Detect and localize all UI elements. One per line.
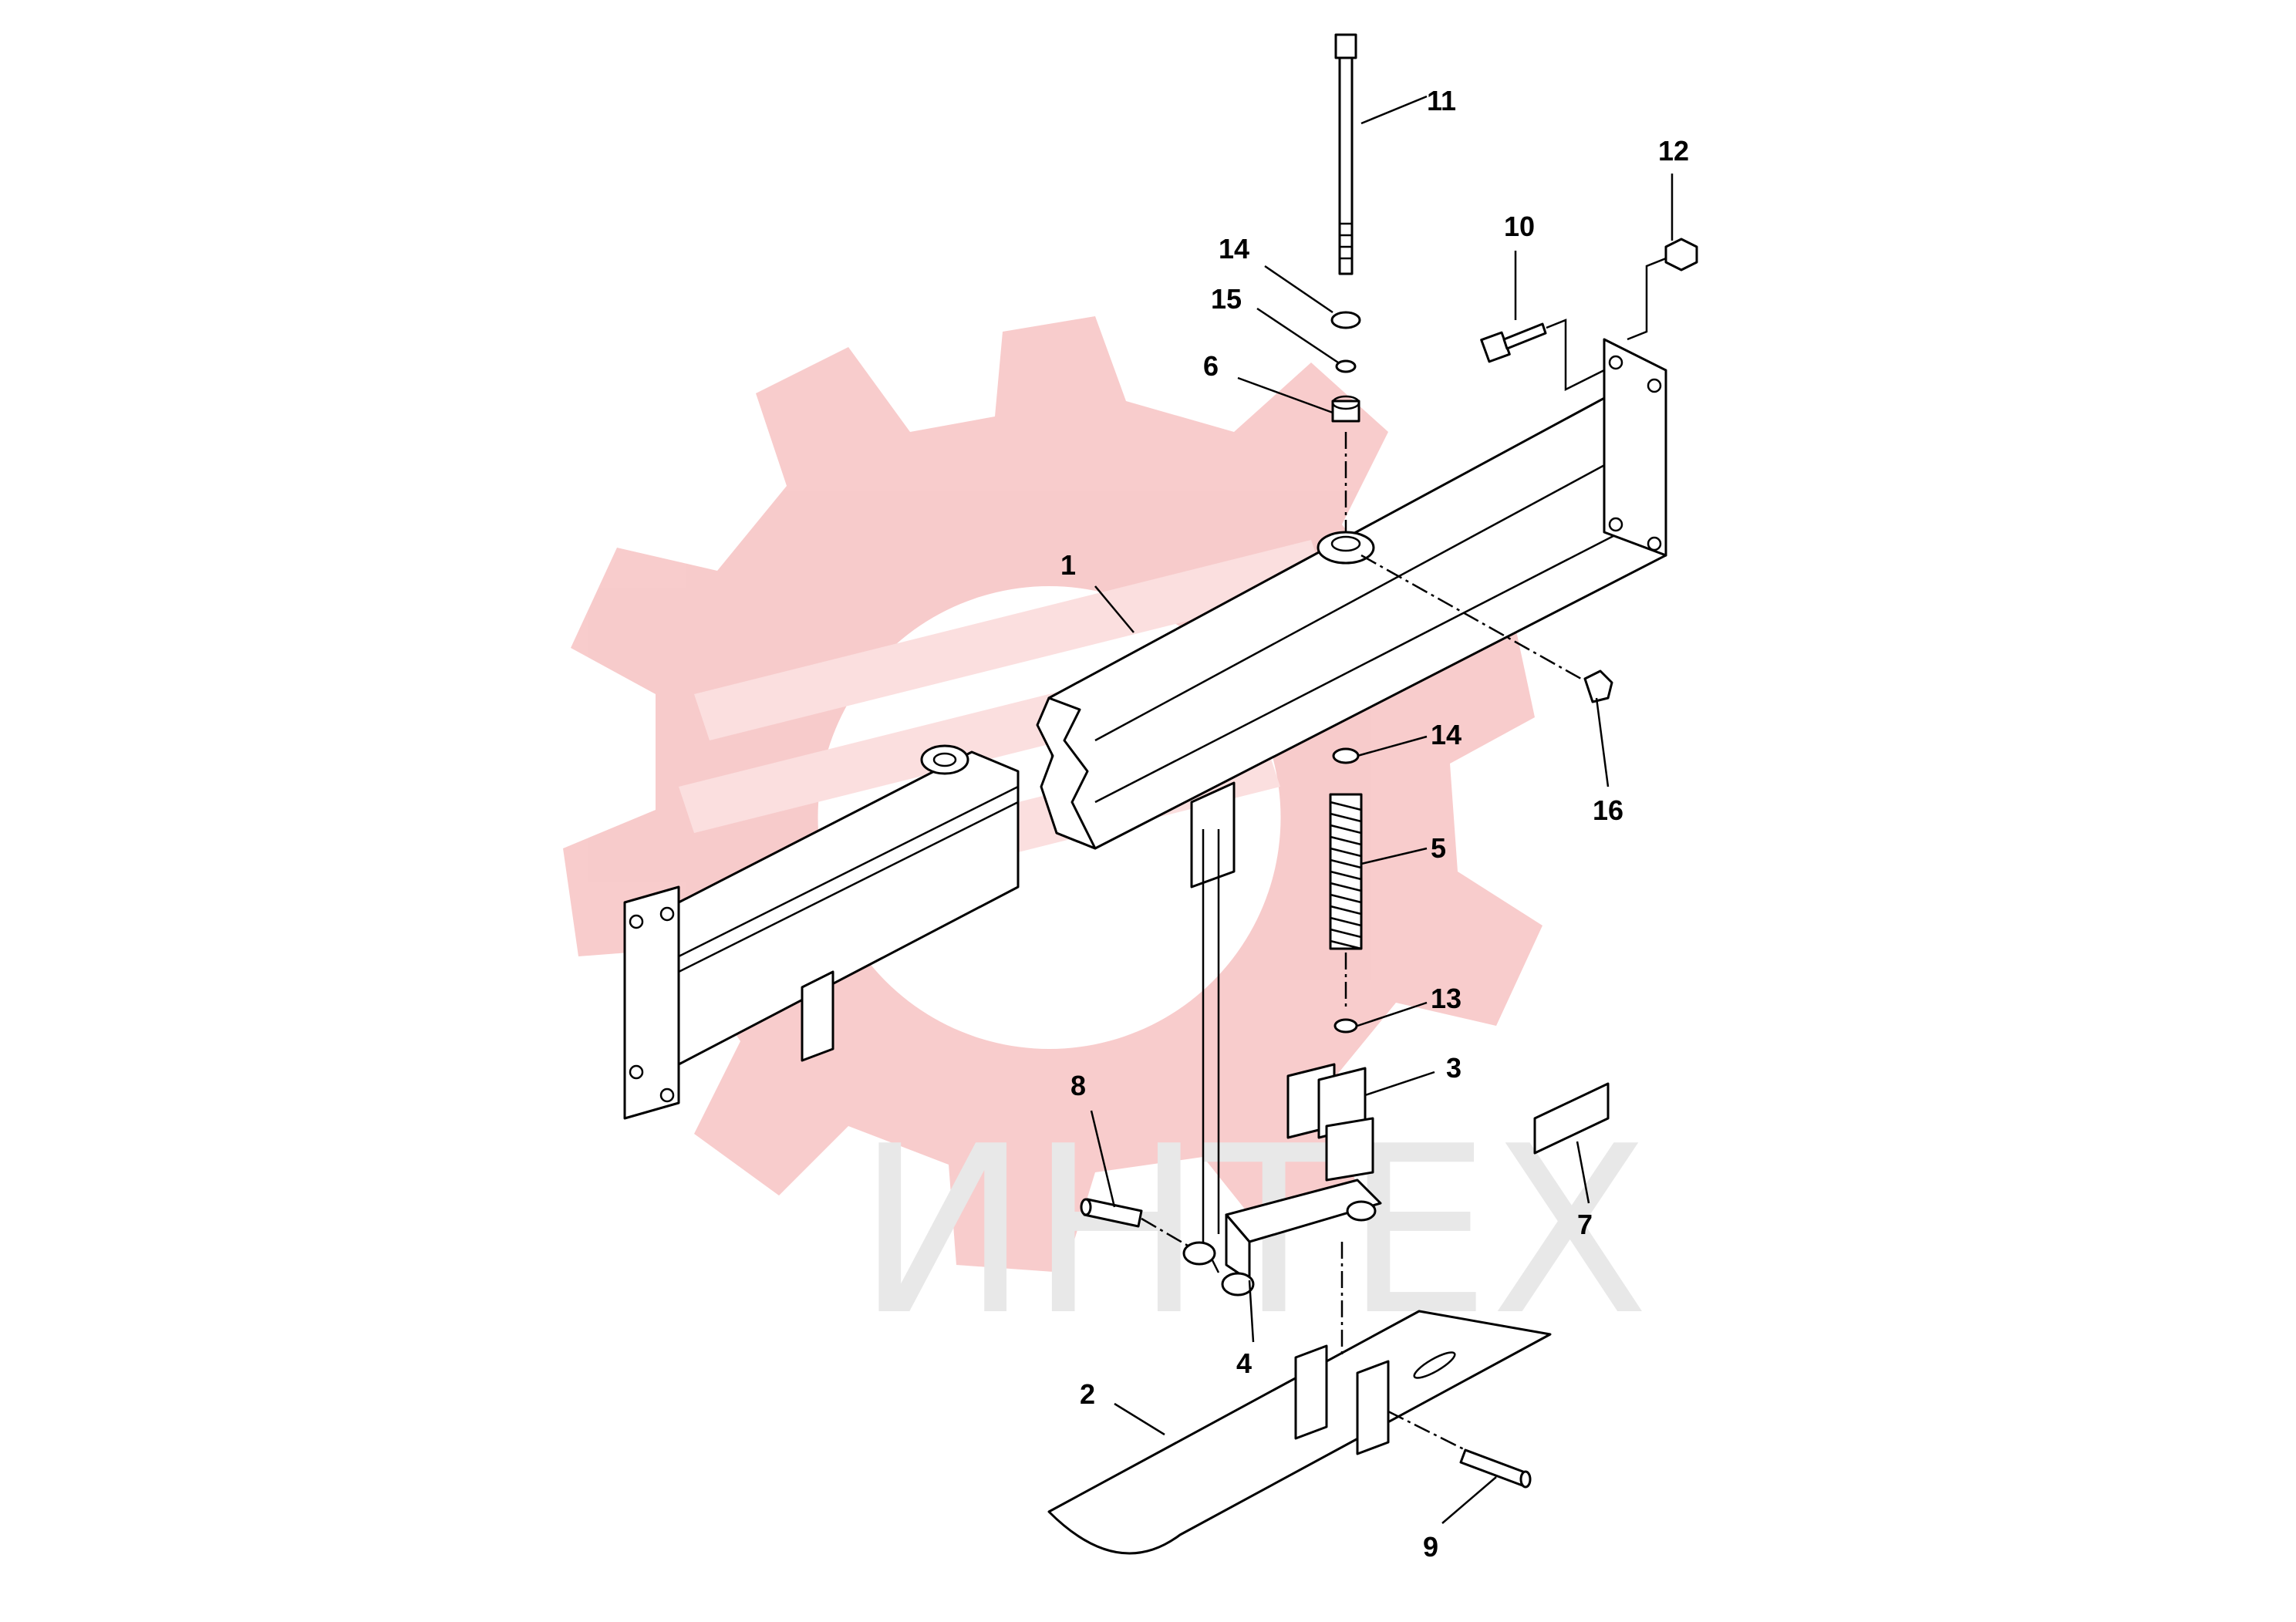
label-15: 15: [1211, 283, 1242, 315]
label-6: 6: [1203, 350, 1219, 382]
grease-fitting-part-16: [1583, 669, 1613, 703]
axis-line-pin-8: [1141, 1217, 1188, 1247]
label-5: 5: [1431, 832, 1446, 864]
decal-part-7: [1533, 1082, 1610, 1155]
spring-part-5: [1329, 793, 1363, 950]
pin-part-9: [1459, 1448, 1532, 1489]
nut-part-12: [1664, 238, 1698, 271]
washer-part-13: [1333, 1018, 1358, 1034]
left-beam-section: [623, 744, 1020, 1120]
axis-line-nut-12: [1627, 257, 1667, 341]
axis-line-bolt-10: [1546, 319, 1605, 392]
label-12: 12: [1658, 135, 1689, 167]
label-16: 16: [1593, 794, 1623, 826]
axis-line-fitting: [1360, 554, 1582, 680]
label-14-top: 14: [1219, 233, 1249, 265]
lock-washer-part-15: [1335, 359, 1357, 373]
washer-part-14-top: [1330, 311, 1361, 329]
callout-labels: 11 12 10 14 15 6 1 14 16 5 13 3 8 7 4 2 …: [1060, 85, 1689, 1563]
label-7: 7: [1577, 1209, 1593, 1240]
label-9: 9: [1423, 1531, 1438, 1563]
leader-lines: [1090, 95, 1674, 1524]
bolt-part-10: [1480, 322, 1547, 363]
label-11: 11: [1427, 85, 1456, 116]
label-8: 8: [1070, 1070, 1086, 1101]
label-2: 2: [1080, 1378, 1095, 1410]
block-part-3: [1286, 1063, 1374, 1182]
pin-part-8: [1080, 1198, 1143, 1228]
bolt-part-11: [1334, 33, 1357, 275]
label-13: 13: [1431, 983, 1462, 1014]
washer-part-14-lower: [1332, 747, 1360, 764]
label-10: 10: [1504, 211, 1535, 242]
label-4: 4: [1236, 1347, 1252, 1379]
axis-line-pin-9: [1387, 1410, 1466, 1452]
label-3: 3: [1446, 1052, 1462, 1084]
main-beam-part-1: [1036, 338, 1667, 889]
label-1: 1: [1060, 549, 1076, 581]
hinge-part-4: [1182, 829, 1382, 1297]
label-14-lower: 14: [1431, 719, 1462, 750]
nut-part-6: [1331, 395, 1360, 423]
plate-part-2: [1047, 1310, 1552, 1555]
